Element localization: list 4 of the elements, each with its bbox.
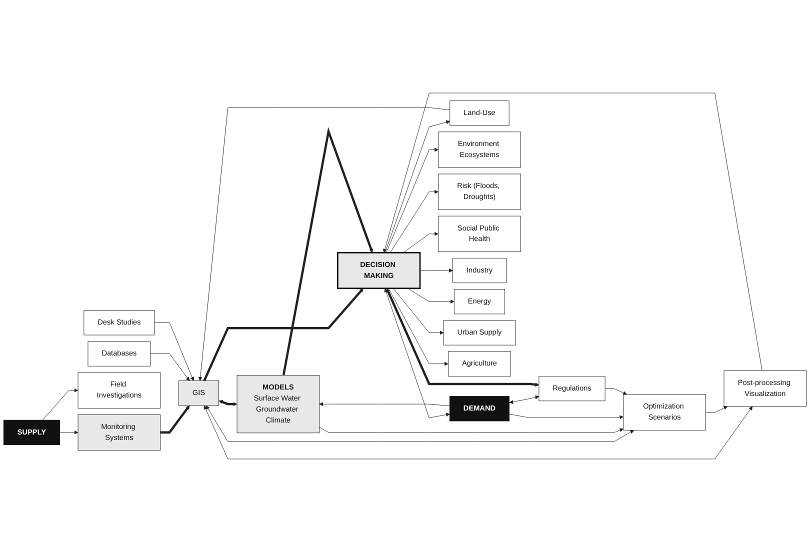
- arrow: [160, 405, 190, 434]
- arrow: [203, 288, 364, 382]
- arrow: [282, 127, 374, 376]
- arrow: [218, 400, 238, 406]
